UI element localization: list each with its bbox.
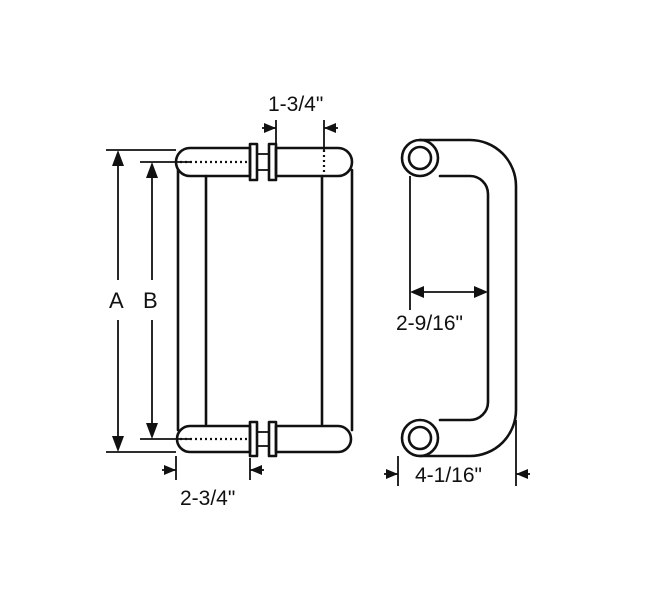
top-mount-washer <box>267 142 278 182</box>
dimension-a: A <box>106 149 176 453</box>
dimension-b-label: B <box>143 288 158 313</box>
bottom-standoff-left <box>175 424 252 454</box>
standoff-projection-label: 2-3/4" <box>180 487 235 510</box>
bottom-mount-bolt <box>248 420 259 458</box>
front-view: A B 1-3/4" <box>106 93 354 510</box>
dimension-a-label: A <box>109 288 124 313</box>
dimension-standoff-height: 1-3/4" <box>262 93 338 150</box>
top-standoff-right <box>274 146 354 178</box>
top-mount-bolt <box>248 142 259 182</box>
inside-clearance-label: 2-9/16" <box>396 312 463 335</box>
bottom-end-cap <box>400 418 440 458</box>
dimension-b: B <box>140 161 190 440</box>
top-end-cap <box>400 138 440 178</box>
bottom-standoff-right <box>274 424 353 454</box>
top-end-cap-inner <box>407 145 433 171</box>
standoff-height-label: 1-3/4" <box>268 93 323 116</box>
bottom-end-cap-inner <box>407 425 433 451</box>
u-bar-outer <box>418 138 518 458</box>
u-bar-inner <box>438 174 490 422</box>
dimension-standoff-projection: 2-3/4" <box>162 456 264 510</box>
dimension-inside-clearance: 2-9/16" <box>396 176 488 335</box>
side-view: 2-9/16" 4-1/16" <box>384 138 530 487</box>
dimension-total-projection: 4-1/16" <box>384 420 530 487</box>
bottom-mount-washer <box>267 420 278 458</box>
top-standoff-left <box>174 146 252 178</box>
grip-bar-inner <box>205 176 323 424</box>
total-projection-label: 4-1/16" <box>415 464 482 487</box>
grip-bar-outline <box>176 168 354 432</box>
